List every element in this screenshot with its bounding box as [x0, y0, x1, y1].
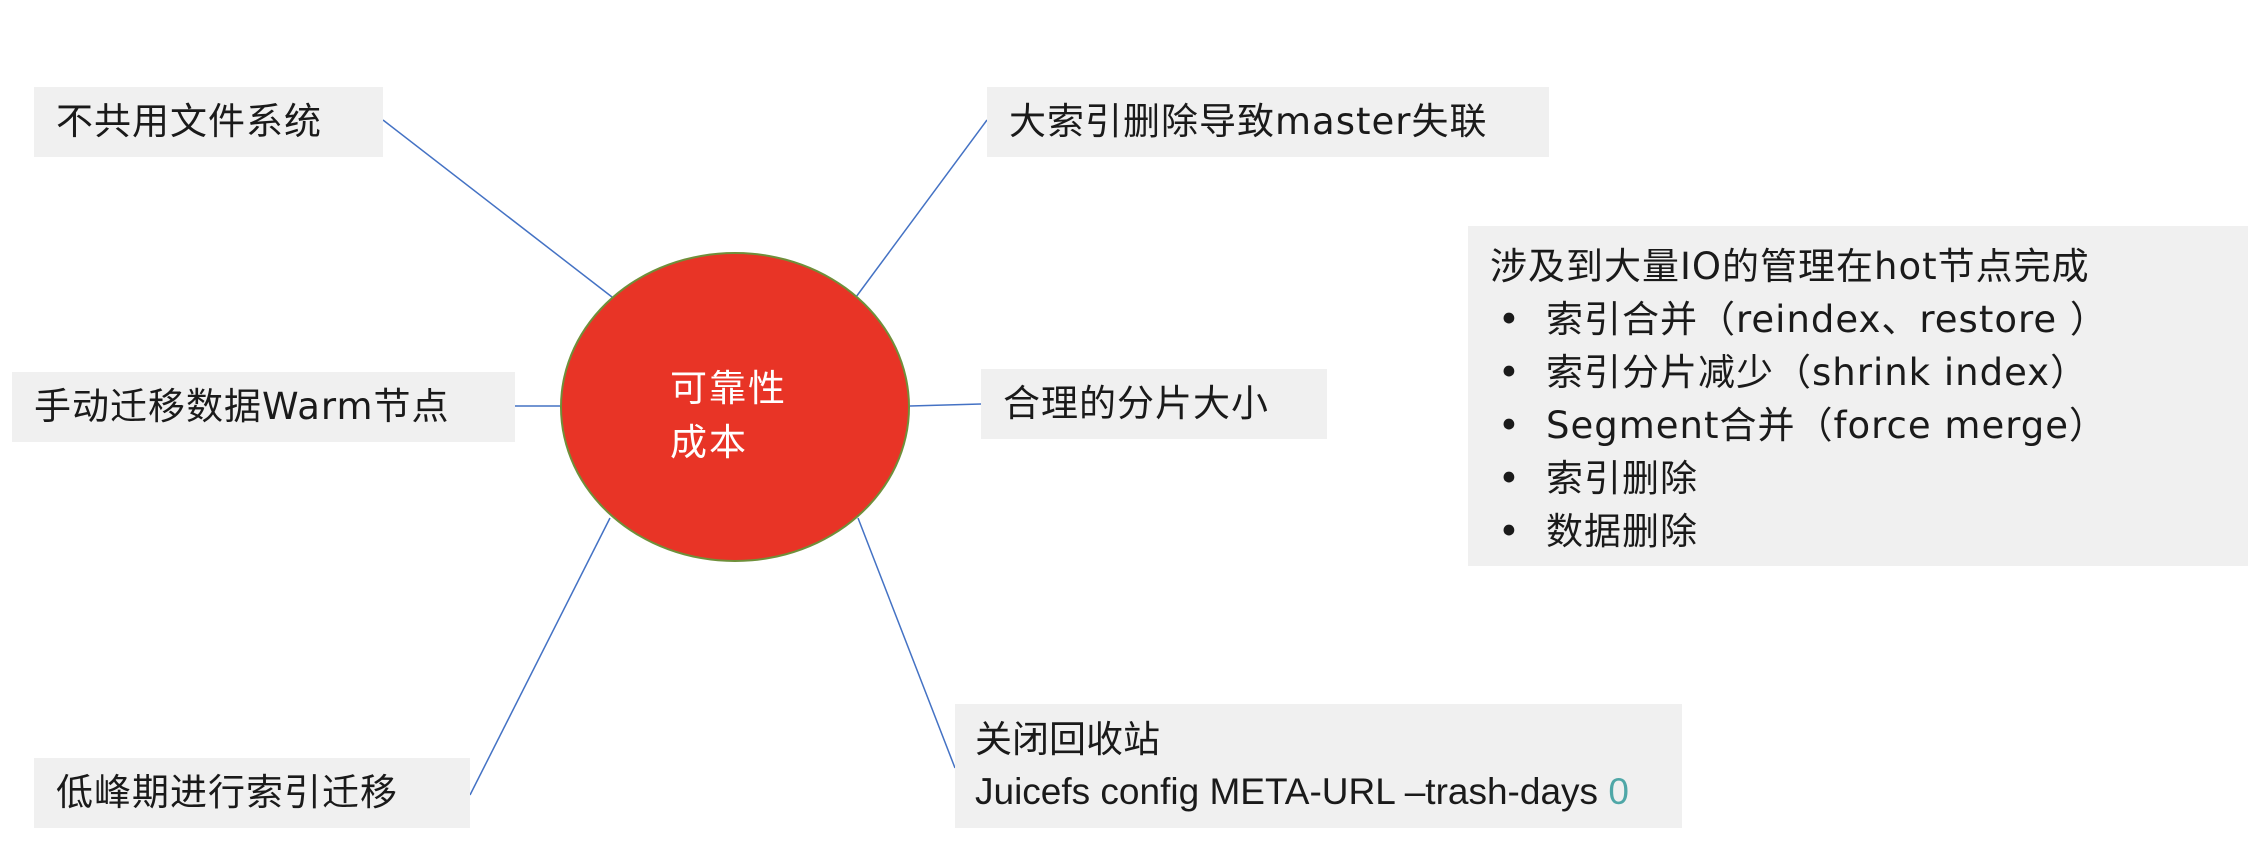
bullet-icon: • [1498, 457, 1521, 500]
bullet-icon: • [1498, 404, 1521, 447]
center-node [560, 252, 910, 562]
link-offpeak [469, 517, 611, 796]
link-big-index [855, 119, 988, 298]
link-shared-fs [382, 119, 613, 298]
node-trash-title: 关闭回收站 [975, 718, 1160, 761]
node-big-index: 大索引删除导致master失联 [987, 87, 1549, 157]
list-item: • Segment合并（force merge） [1490, 399, 2248, 452]
list-item-label: 索引删除 [1546, 457, 1698, 500]
hot-node-list: • 索引合并（reindex、restore ） • 索引分片减少（shrink i… [1490, 293, 2248, 558]
trash-days-value: 0 [1608, 771, 1629, 812]
list-item-label: Segment合并（force merge） [1546, 404, 2108, 447]
list-item-label: 数据删除 [1546, 510, 1698, 553]
list-item: • 索引合并（reindex、restore ） [1490, 293, 2248, 346]
node-shared-fs: 不共用文件系统 [34, 87, 383, 157]
node-shard-size-label: 合理的分片大小 [1003, 382, 1269, 425]
list-item-label: 索引合并（reindex、restore ） [1546, 298, 2108, 341]
node-big-index-label: 大索引删除导致master失联 [1009, 100, 1488, 143]
hot-node-panel: 涉及到大量IO的管理在hot节点完成 • 索引合并（reindex、restore… [1468, 226, 2248, 566]
bullet-icon: • [1498, 351, 1521, 394]
hot-node-panel-title: 涉及到大量IO的管理在hot节点完成 [1490, 245, 2090, 288]
bullet-icon: • [1498, 510, 1521, 553]
node-shared-fs-label: 不共用文件系统 [56, 100, 322, 143]
list-item: • 索引删除 [1490, 452, 2248, 505]
node-manual-migrate-label: 手动迁移数据Warm节点 [34, 385, 450, 428]
list-item-label: 索引分片减少（shrink index） [1546, 351, 2089, 394]
link-shard-size [909, 403, 982, 407]
link-trash [857, 517, 956, 769]
center-line-1: 可靠性 [670, 367, 787, 410]
node-trash: 关闭回收站 Juicefs config META-URL –trash-day… [955, 704, 1682, 828]
list-item: • 索引分片减少（shrink index） [1490, 346, 2248, 399]
node-offpeak-label: 低峰期进行索引迁移 [56, 771, 398, 814]
bullet-icon: • [1498, 298, 1521, 341]
node-offpeak: 低峰期进行索引迁移 [34, 758, 470, 828]
node-manual-migrate: 手动迁移数据Warm节点 [12, 372, 515, 442]
trash-command-text: Juicefs config META-URL –trash-days [975, 771, 1609, 812]
center-line-2: 成本 [670, 421, 748, 464]
node-trash-command: Juicefs config META-URL –trash-days 0 [975, 766, 1682, 818]
list-item: • 数据删除 [1490, 505, 2248, 558]
node-shard-size: 合理的分片大小 [981, 369, 1327, 439]
center-node-label: 可靠性 成本 [670, 362, 787, 470]
